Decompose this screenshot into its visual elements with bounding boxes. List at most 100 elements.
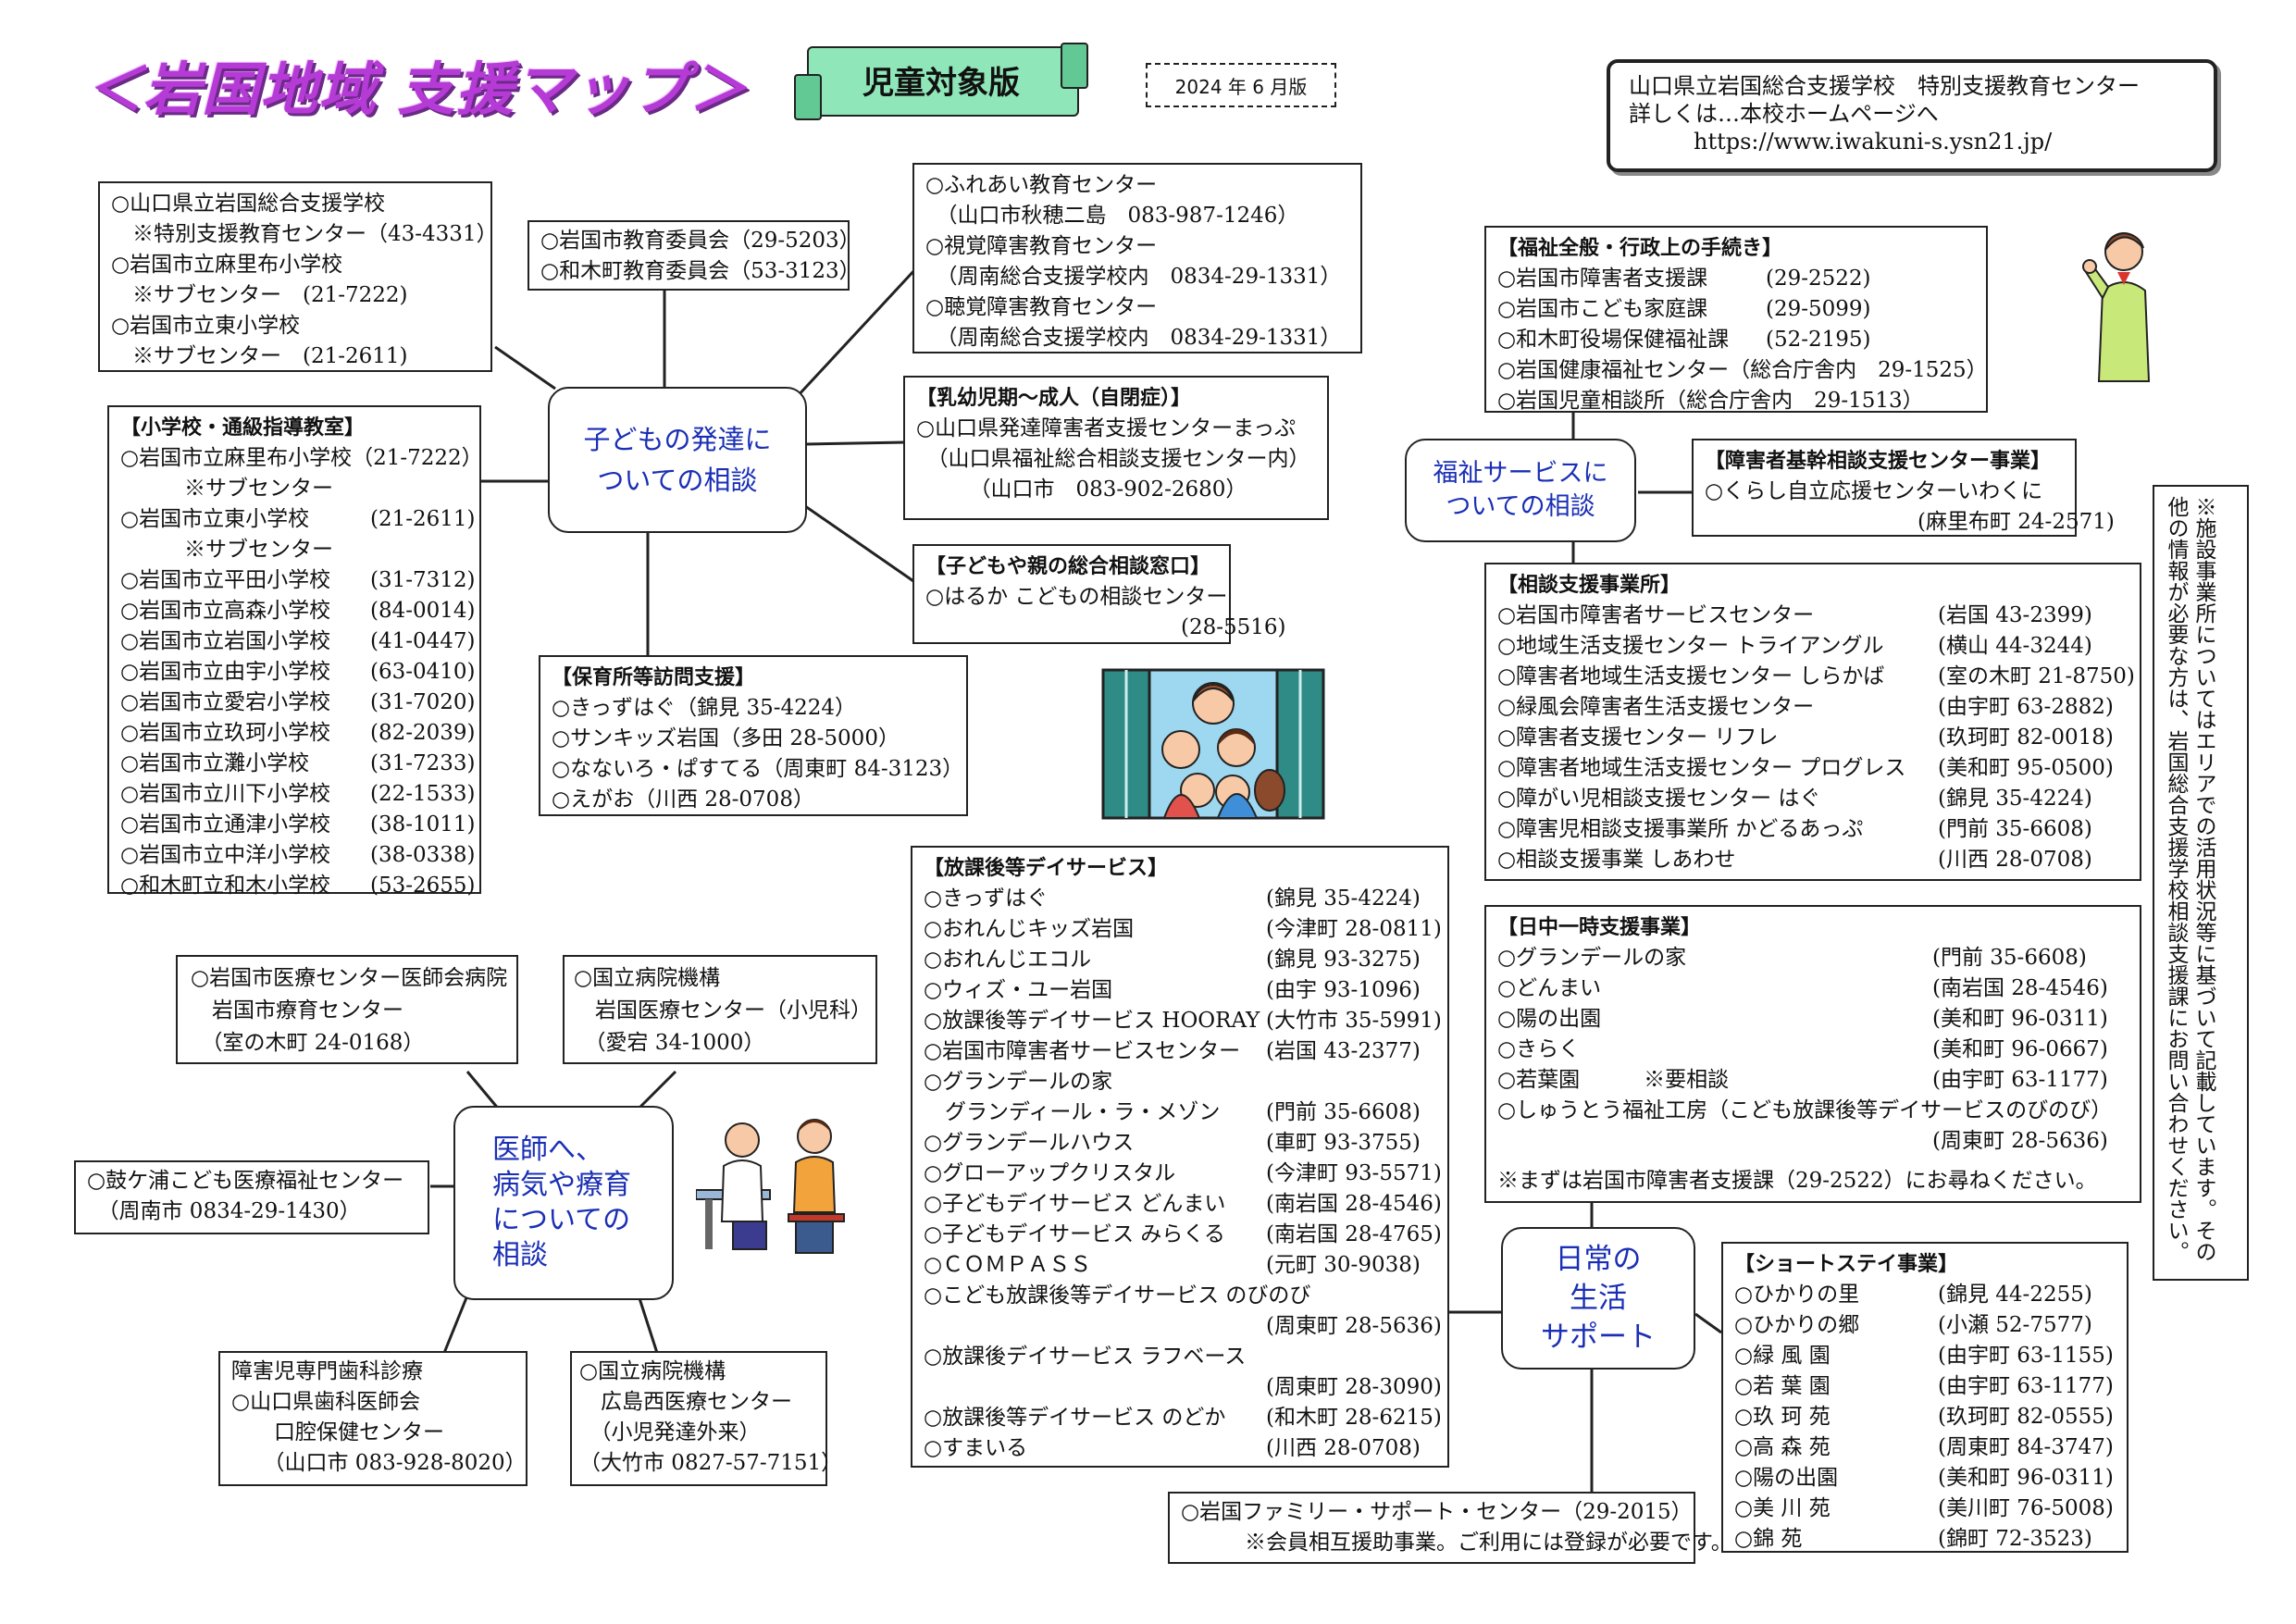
item-phone: (車町 93-3755)	[1266, 1131, 1421, 1155]
list-item: （周南総合支援学校内 0834-29-1331）	[925, 265, 1342, 289]
item-name: ○岩国市立通津小学校	[120, 812, 331, 837]
list-item: （大竹市 0827-57-7151）	[579, 1451, 843, 1475]
item-name: ○おれんじエコル	[924, 948, 1092, 972]
list-item: ○放課後等デイサービス HOORAY(大竹市 35-5991)	[924, 1006, 1442, 1036]
list-item: ○岩国市こども家庭課 (29-5099)	[1497, 294, 1975, 325]
list-item: (麻里布町 24-2571)	[1705, 510, 2115, 534]
item-phone: (錦町 72-3523)	[1938, 1527, 2092, 1551]
item-phone: (錦見 35-4224)	[1266, 886, 1421, 911]
item-name: ○岩国市立麻里布小学校（21-7222）	[120, 446, 483, 470]
item-name: ○グローアップクリスタル	[924, 1161, 1176, 1185]
list-item: ○鼓ケ浦こども医療福祉センター	[87, 1169, 404, 1193]
list-item: ○和木町教育委員会（53-3123）	[540, 259, 861, 283]
list-item: ○はるか こどもの相談センター	[925, 585, 1228, 609]
box-short-stay: 【ショートステイ事業】 ○ひかりの里(錦見 44-2255)○ひかりの郷(小瀬 …	[1721, 1242, 2128, 1553]
list-item: ○陽の出園(美和町 96-0311)	[1497, 1004, 2128, 1035]
item-phone: (和木町 28-6215)	[1266, 1406, 1442, 1430]
list-item: ○岩国児童相談所（総合庁舎内 29-1513）	[1497, 386, 1975, 416]
list-item: （山口県福祉総合相談支援センター内）	[916, 447, 1310, 471]
item-phone: (小瀬 52-7577)	[1938, 1313, 2092, 1337]
item-name: ○岩国市立愛宕小学校	[120, 690, 331, 714]
hub-development-line: 子どもの発達に	[583, 424, 772, 455]
box-heading: 【子どもや親の総合相談窓口】	[925, 555, 1211, 578]
item-phone: (今津町 28-0811)	[1266, 917, 1442, 941]
item-name: ○和木町立和木小学校	[120, 874, 331, 898]
list-item: ○岩国ファミリー・サポート・センター（29-2015）	[1181, 1500, 1693, 1524]
hub-daily-line: 日常の	[1555, 1243, 1642, 1276]
item-name: ○ひかりの里	[1734, 1283, 1860, 1307]
item-phone: (由宇町 63-1155)	[1938, 1344, 2114, 1368]
item-name: ○子どもデイサービス どんまい	[924, 1192, 1226, 1216]
item-name: ※サブセンター	[120, 477, 333, 501]
item-name: ○若 葉 園	[1734, 1374, 1831, 1398]
box-heading: 【福祉全般・行政上の手続き】	[1497, 237, 1783, 260]
list-item: 口腔保健センター	[231, 1420, 444, 1444]
list-item: ○グランデールハウス(車町 93-3755)	[924, 1128, 1436, 1159]
box-medical-center: ○岩国市医療センター医師会病院 岩国市療育センター （室の木町 24-0168）	[176, 955, 518, 1064]
item-name: ○錦 苑	[1734, 1527, 1803, 1551]
item-name: ○岩国市立灘小学校	[120, 751, 310, 775]
item-name: ○岩国児童相談所（総合庁舎内 29-1513）	[1497, 389, 1924, 413]
family-illustration	[1101, 668, 1325, 820]
box-heading: 【小学校・通級指導教室】	[120, 416, 366, 440]
list-item: (周東町 28-5636)	[1497, 1126, 2128, 1157]
list-item: ※サブセンター (21-2611)	[111, 344, 408, 368]
center-detail: 詳しくは…本校ホームページへ	[1629, 101, 1939, 127]
item-name: ○玖 珂 苑	[1734, 1405, 1831, 1429]
list-item: ○子どもデイサービス みらくる(南岩国 28-4765)	[924, 1220, 1442, 1250]
box-welfare-general: 【福祉全般・行政上の手続き】 ○岩国市障害者支援課(29-2522)○岩国市こど…	[1484, 226, 1988, 413]
list-item: ○和木町役場保健福祉課(52-2195)	[1497, 325, 1975, 355]
item-name: ○放課後等デイサービス HOORAY	[924, 1009, 1260, 1033]
box-nursery: 【保育所等訪問支援】 ○きっずはぐ（錦見 35-4224） ○サンキッズ岩国（多…	[539, 655, 968, 816]
list-item: ○障害者地域生活支援センター しらかば(室の木町 21-8750)	[1497, 662, 2135, 692]
item-phone: (美和町 96-0667)	[1932, 1037, 2108, 1061]
list-item: ○グローアップクリスタル (今津町 93-5571)	[924, 1159, 1442, 1189]
list-item: （山口市 083-928-8020）	[231, 1451, 527, 1475]
item-name: ○岩国市立由宇小学校	[120, 660, 331, 684]
list-item: ○美 川 苑(美川町 76-5008)	[1734, 1494, 2116, 1524]
list-item: ○岩国市立麻里布小学校	[111, 253, 343, 277]
item-name: ○障害児相談支援事業所 かどるあっぷ	[1497, 817, 1864, 841]
item-name: ○岩国市立東小学校	[120, 507, 310, 531]
item-name: ○こども放課後等デイサービス のびのび	[924, 1283, 1311, 1308]
box-consult-offices: 【相談支援事業所】 ○岩国市障害者サービスセンター(岩国 43-2399)○地域…	[1484, 563, 2141, 881]
list-item: ○国立病院機構	[574, 966, 721, 990]
item-phone: (31-7312)	[370, 568, 476, 592]
box-core-consult: 【障害者基幹相談支援センター事業】 ○くらし自立応援センターいわくに (麻里布町…	[1692, 439, 2115, 537]
hub-welfare-line: 福祉サービスに	[1433, 459, 1608, 488]
page-title: ＜岩国地域 支援マップ＞	[85, 56, 748, 123]
item-phone: (今津町 93-5571)	[1266, 1161, 1442, 1185]
item-name: ○岩国市障害者サービスセンター	[1497, 603, 1815, 627]
item-phone: (由宇 93-1096)	[1266, 978, 1421, 1002]
list-item: ○高 森 苑(周東町 84-3747)	[1734, 1432, 2116, 1463]
list-item: ○岩国市立岩国小学校(41-0447)	[120, 626, 476, 657]
hub-medical: 医師へ、 病気や療育 についての 相談	[453, 1106, 674, 1300]
list-item: ○若 葉 園(由宇町 63-1177)	[1734, 1371, 2116, 1402]
box-edu-center: ○ふれあい教育センター （山口市秋穂二島 083-987-1246） ○視覚障害…	[912, 163, 1362, 353]
item-phone: (川西 28-0708)	[1938, 848, 2092, 872]
box-heading: 【保育所等訪問支援】	[552, 666, 756, 689]
item-phone: (室の木町 21-8750)	[1938, 664, 2135, 688]
list-item: ○地域生活支援センター トライアングル(横山 44-3244)	[1497, 631, 2128, 662]
list-item: ○岩国市立愛宕小学校(31-7020)	[120, 688, 476, 718]
list-item: ○障害者支援センター リフレ(玖珂町 82-0018)	[1497, 723, 2128, 753]
list-item: (周東町 28-3090)	[924, 1372, 1442, 1403]
item-phone: (岩国 43-2399)	[1938, 603, 2092, 627]
item-name: ○岩国市立中洋小学校	[120, 843, 331, 867]
center-url-link[interactable]: https://www.iwakuni-s.ysn21.jp/	[1694, 129, 2053, 155]
list-item: ○山口県発達障害者支援センターまっぷ	[916, 416, 1297, 440]
item-phone: (横山 44-3244)	[1938, 634, 2092, 658]
item-phone: (29-5099)	[1766, 297, 1871, 321]
doctor-illustration	[696, 1119, 845, 1254]
list-item: ○岩国市教育委員会（29-5203）	[540, 229, 861, 253]
edition-banner: 児童対象版	[794, 41, 1088, 120]
list-item: ※サブセンター	[120, 474, 468, 504]
list-item: ○岩国市障害者サービスセンター (岩国 43-2399)	[1497, 601, 2128, 631]
item-phone: (南岩国 28-4546)	[1932, 976, 2108, 1000]
list-item: （周南総合支援学校内 0834-29-1331）	[925, 326, 1342, 350]
item-name: ○きらく	[1497, 1037, 1581, 1061]
list-item: ○岩国市障害者サービスセンター(岩国 43-2377)	[924, 1036, 1436, 1067]
item-name: ○岩国市こども家庭課	[1497, 297, 1708, 321]
list-item: （周南市 0834-29-1430）	[87, 1199, 361, 1223]
